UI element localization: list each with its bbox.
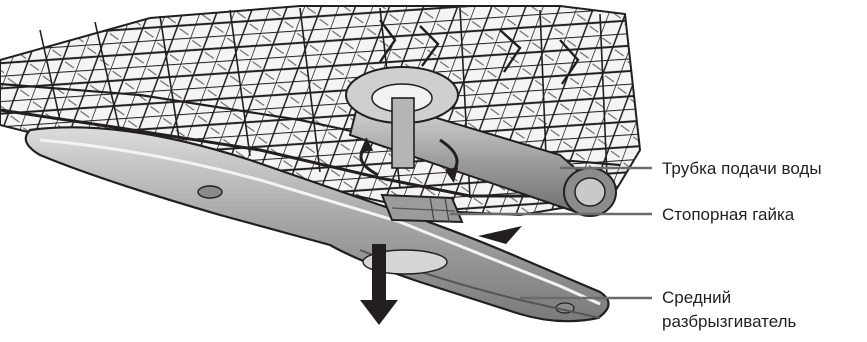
pointer-arrowhead-icon <box>478 226 522 244</box>
label-lock-nut: Стопорная гайка <box>662 203 794 227</box>
label-water-supply-pipe: Трубка подачи воды <box>662 157 822 181</box>
label-spray-arm-line1: Средний <box>662 286 796 310</box>
lock-nut <box>382 195 462 222</box>
label-spray-arm-line2: разбрызгиватель <box>662 310 796 334</box>
label-middle-spray-arm: Средний разбрызгиватель <box>662 286 796 334</box>
